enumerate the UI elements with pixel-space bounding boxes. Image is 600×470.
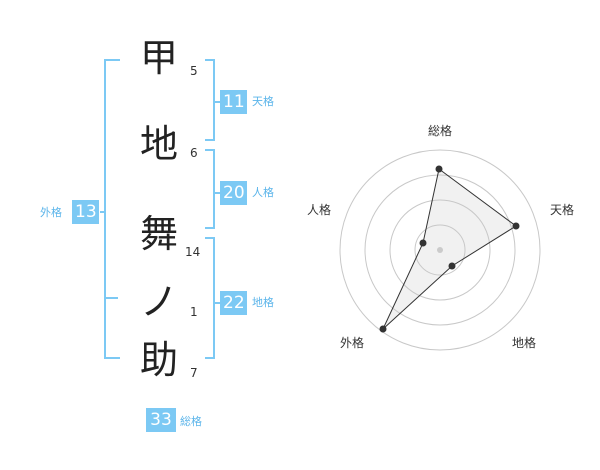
tenkaku-label: 天格 — [252, 95, 274, 108]
radar-point-gaikaku — [379, 325, 387, 333]
soukaku-value-badge: 33 — [146, 408, 176, 432]
radar-label-tenkaku: 天格 — [549, 203, 574, 217]
radar-ring-2 — [389, 199, 491, 301]
tenkaku-value-badge: 11 — [220, 90, 247, 114]
radar-point-chikaku — [448, 262, 456, 270]
jinkaku-label: 人格 — [252, 186, 274, 199]
name-char-1: 甲 — [139, 36, 178, 80]
radar-point-jinkaku — [419, 239, 427, 247]
stroke-count-5: 7 — [190, 366, 198, 380]
radar-label-jinkaku: 人格 — [306, 203, 331, 217]
chikaku-bracket — [205, 237, 215, 359]
jinkaku-value-badge: 20 — [220, 181, 247, 205]
gaikaku-label: 外格 — [40, 206, 62, 219]
gaikaku-value-badge: 13 — [72, 200, 99, 224]
jinkaku-bracket — [205, 149, 215, 229]
chikaku-label: 地格 — [252, 296, 274, 309]
name-char-3: 舞 — [139, 212, 178, 256]
soukaku-label: 総格 — [180, 415, 202, 428]
stroke-count-2: 6 — [190, 146, 198, 160]
name-char-4: ノ — [139, 280, 178, 324]
radar-point-tenkaku — [512, 222, 520, 230]
radar-polygon — [382, 168, 517, 330]
stroke-count-3: 14 — [185, 245, 201, 259]
tenkaku-bracket — [205, 59, 215, 141]
radar-ring-4 — [339, 149, 541, 351]
gaikaku-bracket — [104, 59, 120, 359]
radar-label-chikaku: 地格 — [511, 336, 536, 350]
name-char-2: 地 — [139, 122, 178, 166]
stroke-count-1: 5 — [190, 64, 198, 78]
radar-label-soukaku: 総格 — [427, 124, 452, 138]
radar-label-gaikaku: 外格 — [339, 336, 364, 350]
chikaku-value-badge: 22 — [220, 291, 247, 315]
radar-ring-3 — [364, 174, 516, 326]
radar-center-dot — [437, 247, 443, 253]
radar-point-soukaku — [435, 165, 443, 173]
stroke-count-4: 1 — [190, 305, 198, 319]
name-char-5: 助 — [139, 338, 178, 382]
radar-ring-1 — [414, 224, 466, 276]
